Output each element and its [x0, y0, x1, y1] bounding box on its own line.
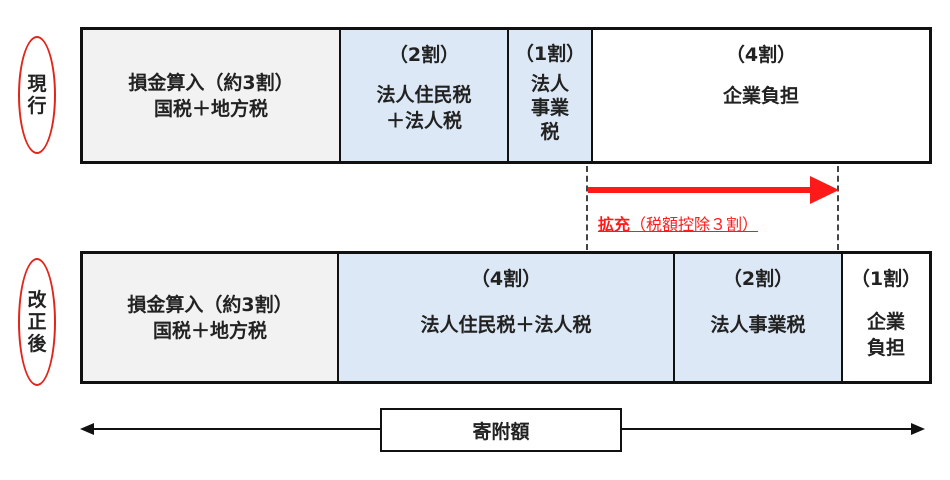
current-deductible-line-1: 損金算入（約3割） — [128, 71, 294, 94]
revised-company-burden-share: （1割） — [850, 268, 922, 290]
revised-resident-tax-share: （4割） — [470, 268, 542, 290]
revised-business-tax-share: （2割） — [722, 268, 794, 290]
current-business-tax-line-2: 事業 — [530, 96, 569, 119]
current-resident-tax-line-2: ＋法人税 — [385, 109, 462, 132]
current-resident-tax-cell: （2割） 法人住民税 ＋法人税 — [339, 30, 507, 161]
total-donation-box: 寄附額 — [380, 408, 622, 452]
revised-deductible-cell: 損金算入（約3割） 国税＋地方税 — [83, 254, 337, 381]
revised-company-burden-line-2: 負担 — [866, 336, 905, 359]
revised-resident-tax-line-1: 法人住民税＋法人税 — [420, 313, 592, 336]
current-label-char-2: 行 — [27, 95, 47, 117]
current-business-tax-line-3: 税 — [540, 120, 560, 143]
current-deductible-line-2: 国税＋地方税 — [153, 97, 268, 120]
revised-deductible-line-2: 国税＋地方税 — [152, 319, 267, 342]
current-company-burden-cell: （4割） 企業負担 — [591, 30, 929, 161]
revised-business-tax-cell: （2割） 法人事業税 — [673, 254, 841, 381]
expansion-arrow-shaft — [588, 187, 814, 193]
revised-business-tax-line-1: 法人事業税 — [710, 313, 806, 336]
current-resident-tax-line-1: 法人住民税 — [376, 83, 472, 106]
current-business-tax-share: （1割） — [514, 43, 586, 65]
revised-label-char-1: 改 — [27, 289, 47, 311]
current-label-char-1: 現 — [27, 73, 47, 95]
current-company-burden-line-1: 企業負担 — [722, 84, 799, 107]
expansion-left-guide — [586, 166, 588, 250]
expansion-label: 拡充（税額控除３割） — [598, 211, 758, 235]
expansion-right-guide — [837, 166, 839, 250]
current-business-tax-line-1: 法人 — [530, 72, 569, 95]
revised-company-burden-line-1: 企業 — [866, 310, 905, 333]
total-donation-label: 寄附額 — [472, 420, 530, 443]
revised-bar: 損金算入（約3割） 国税＋地方税 （4割） 法人住民税＋法人税 （2割） 法人事… — [80, 251, 932, 384]
revised-label-char-3: 後 — [27, 333, 47, 355]
current-company-burden-share: （4割） — [725, 44, 797, 66]
current-resident-tax-share: （2割） — [388, 44, 460, 66]
expansion-arrow-head — [810, 176, 839, 204]
revised-resident-tax-cell: （4割） 法人住民税＋法人税 — [337, 254, 673, 381]
revised-deductible-line-1: 損金算入（約3割） — [127, 293, 293, 316]
revised-label: 改 正 後 — [18, 258, 56, 386]
expansion-detail: （税額控除３割） — [630, 215, 759, 234]
expansion-word: 拡充 — [598, 215, 631, 234]
current-business-tax-cell: （1割） 法人 事業 税 — [507, 30, 591, 161]
revised-company-burden-cell: （1割） 企業 負担 — [841, 254, 929, 381]
current-label: 現 行 — [18, 36, 56, 154]
current-bar: 損金算入（約3割） 国税＋地方税 （2割） 法人住民税 ＋法人税 （1割） 法人… — [80, 27, 932, 164]
revised-label-char-2: 正 — [27, 311, 47, 333]
current-deductible-cell: 損金算入（約3割） 国税＋地方税 — [83, 30, 339, 161]
